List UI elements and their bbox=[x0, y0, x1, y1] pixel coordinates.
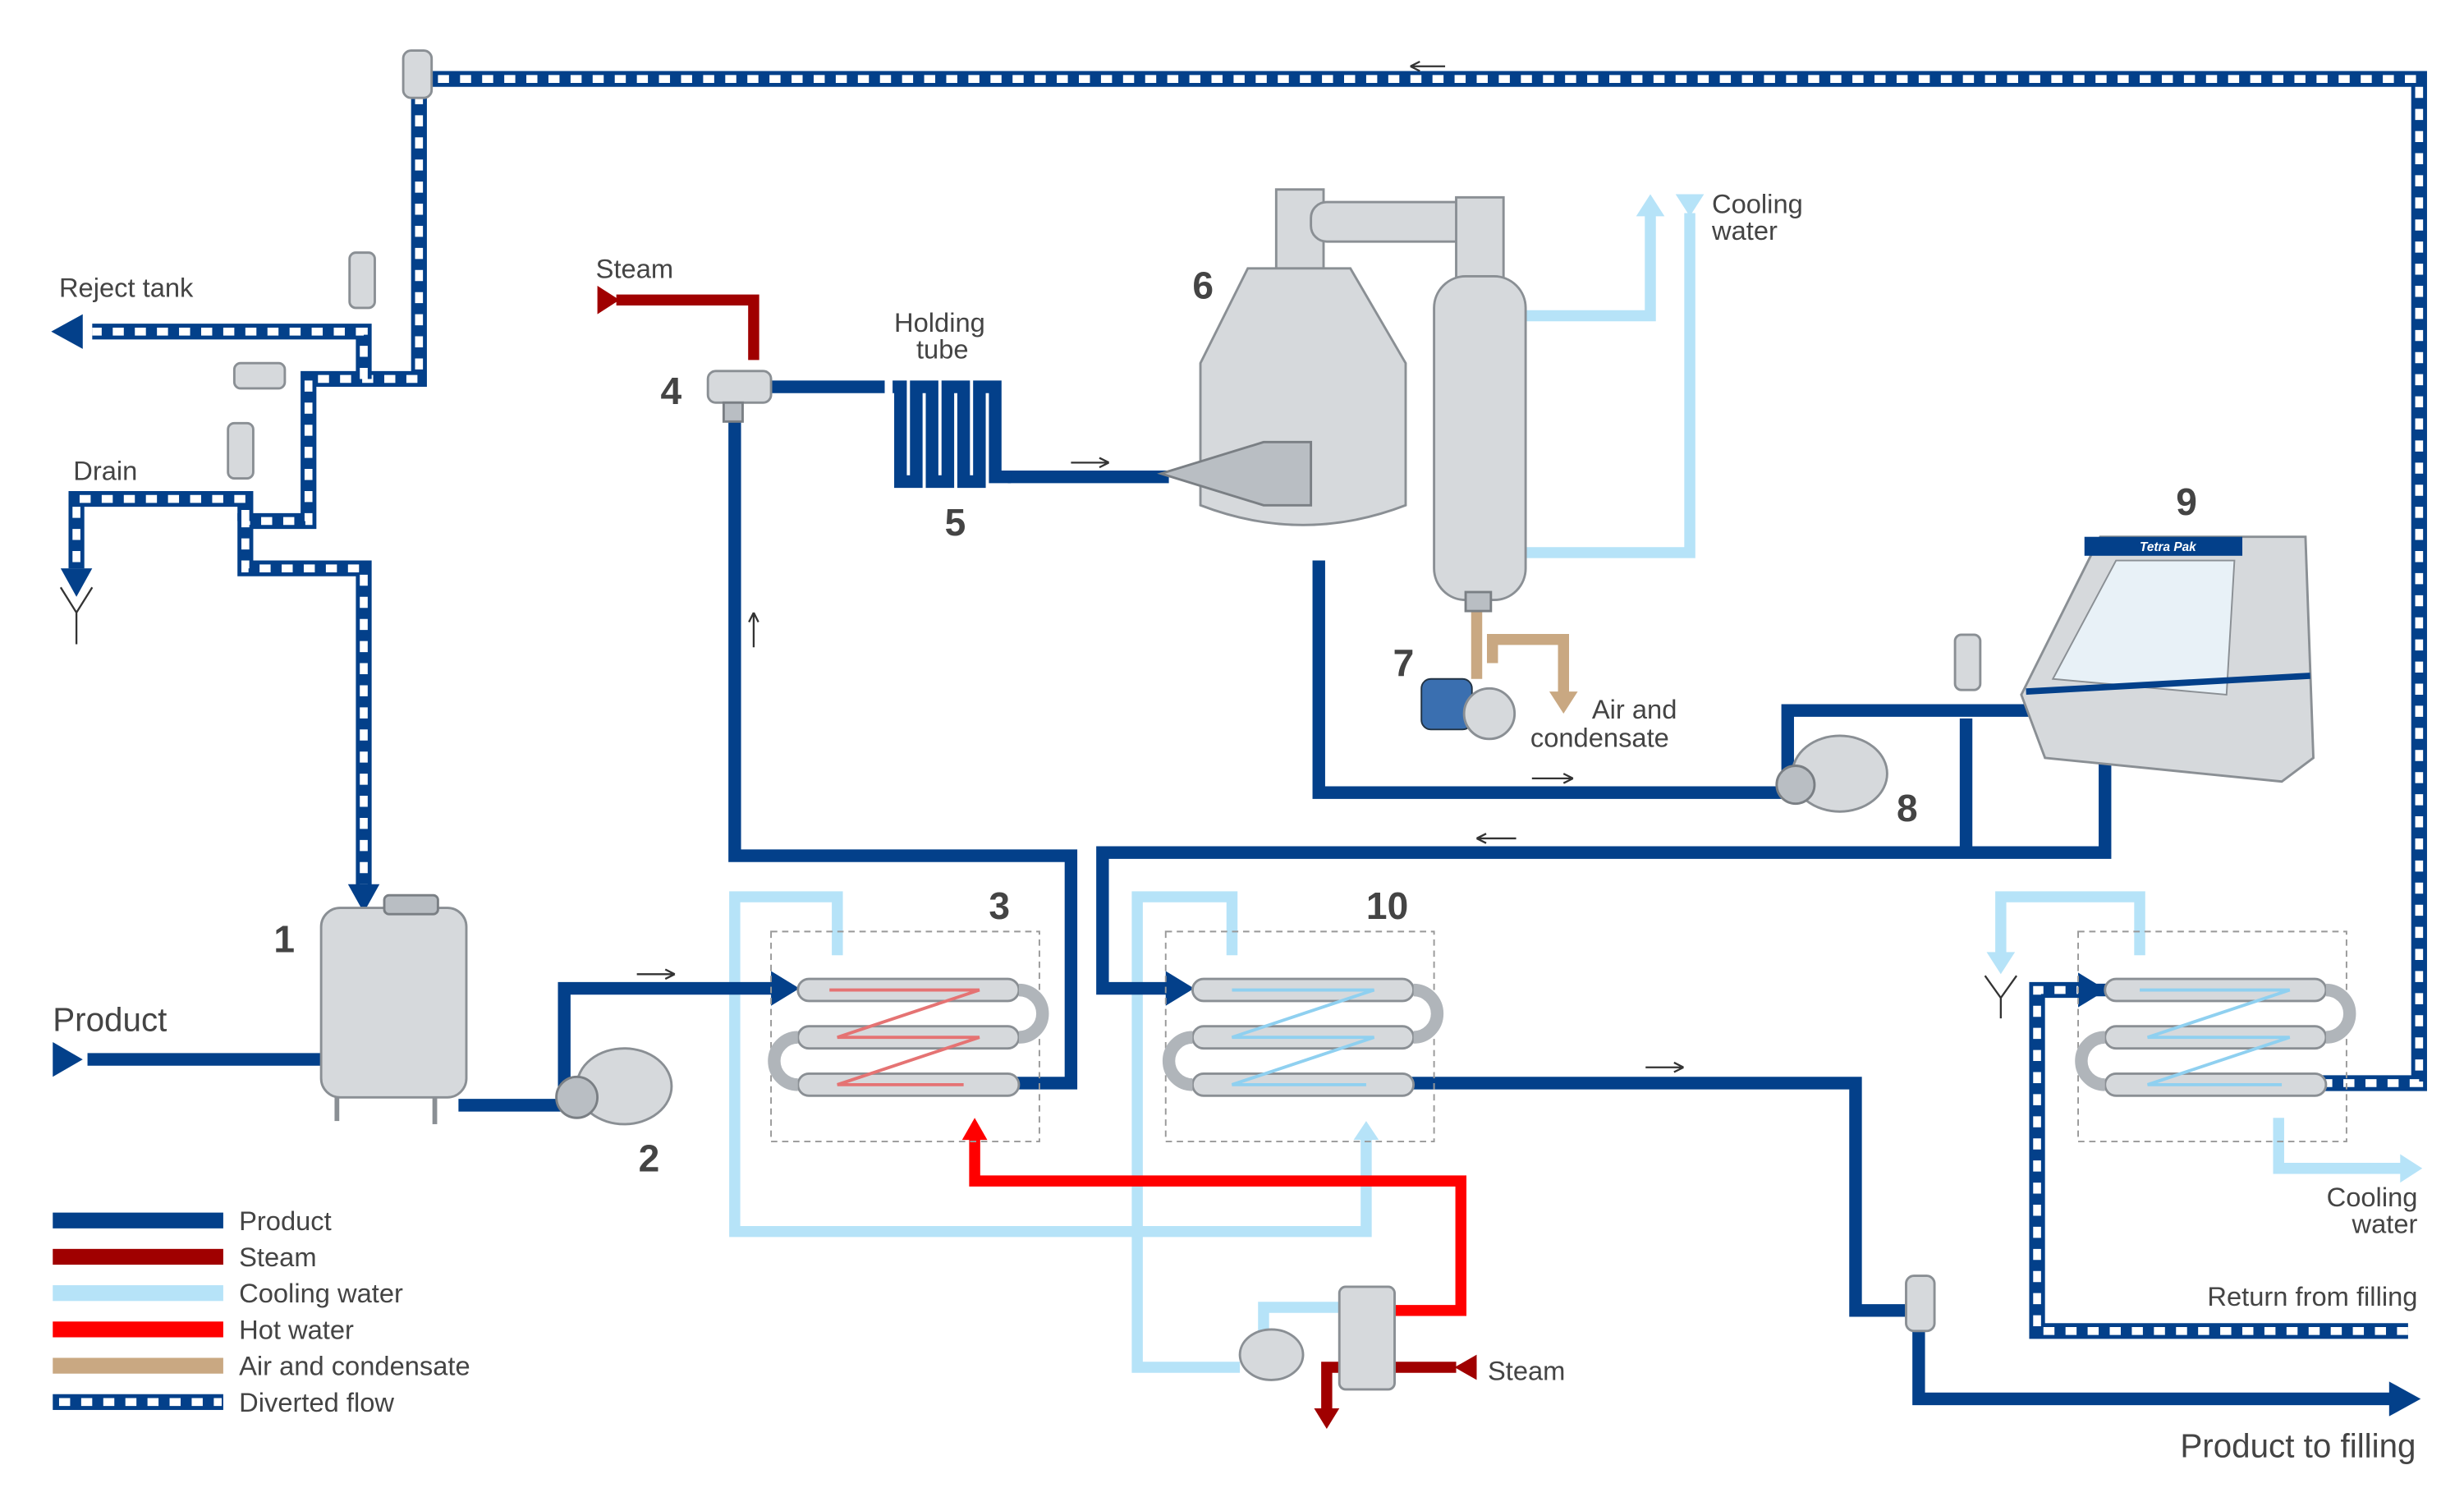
heat-exchanger-cooler bbox=[2075, 930, 2356, 1143]
filler-brand: Tetra Pak bbox=[2140, 540, 2197, 554]
label-steam-bottom: Steam bbox=[1488, 1355, 1565, 1385]
pump-8 bbox=[1775, 734, 1888, 813]
legend-label: Steam bbox=[239, 1242, 316, 1272]
label-cooling-water-top-1: Cooling bbox=[1712, 189, 1803, 219]
tank-1 bbox=[319, 893, 468, 1124]
legend-item-cooling-water: Cooling water bbox=[53, 1278, 403, 1308]
legend: Product Steam Cooling water Hot water Ai… bbox=[53, 1206, 470, 1417]
equipment-number-6: 6 bbox=[1192, 264, 1214, 306]
legend-item-hot-water: Hot water bbox=[53, 1314, 354, 1344]
equipment-number-10: 10 bbox=[1366, 884, 1408, 927]
equipment-number-5: 5 bbox=[945, 501, 966, 544]
heat-exchanger-3 bbox=[768, 930, 1049, 1143]
legend-label: Product bbox=[239, 1206, 332, 1236]
vacuum-vessel-6 bbox=[1157, 188, 1527, 613]
steam-injector-4 bbox=[706, 370, 773, 423]
label-cooling-water-right-1: Cooling bbox=[2327, 1182, 2418, 1212]
equipment-number-4: 4 bbox=[660, 370, 681, 412]
legend-label: Diverted flow bbox=[239, 1387, 394, 1417]
diverted-flow-pipes bbox=[51, 60, 2427, 1339]
label-steam-top: Steam bbox=[596, 253, 673, 283]
label-cooling-water-top-2: water bbox=[1711, 215, 1778, 246]
label-air-condensate-1: Air and bbox=[1592, 694, 1677, 724]
label-drain: Drain bbox=[73, 455, 137, 485]
label-cooling-water-right-2: water bbox=[2352, 1209, 2418, 1239]
holding-tube bbox=[892, 380, 1012, 489]
label-return-from-filling: Return from filling bbox=[2207, 1281, 2417, 1311]
label-reject-tank: Reject tank bbox=[59, 272, 194, 302]
label-holding-tube-2: tube bbox=[916, 333, 969, 364]
equipment-number-2: 2 bbox=[639, 1137, 660, 1180]
legend-label: Cooling water bbox=[239, 1278, 403, 1308]
valves bbox=[227, 49, 1982, 1333]
legend-label: Air and condensate bbox=[239, 1351, 470, 1381]
label-air-condensate-2: condensate bbox=[1530, 722, 1669, 752]
equipment-number-8: 8 bbox=[1897, 787, 1918, 829]
water-heater-pump bbox=[1238, 1285, 1396, 1391]
product-pipes bbox=[53, 380, 2421, 1417]
legend-item-steam: Steam bbox=[53, 1242, 317, 1272]
legend-item-product: Product bbox=[53, 1206, 332, 1236]
vacuum-pump-7 bbox=[1420, 677, 1516, 741]
heat-exchanger-10 bbox=[1162, 930, 1444, 1143]
cooling-water-pipes bbox=[729, 194, 2423, 1373]
air-condensate-pipes bbox=[1471, 608, 1578, 714]
pump-2 bbox=[555, 1047, 673, 1126]
equipment-number-1: 1 bbox=[273, 917, 295, 960]
label-product-to-filling: Product to filling bbox=[2180, 1427, 2416, 1465]
flow-arrows bbox=[636, 457, 1684, 1073]
legend-item-diverted-flow: Diverted flow bbox=[53, 1387, 394, 1417]
filling-machine-9: Tetra Pak bbox=[2020, 535, 2315, 783]
equipment-number-7: 7 bbox=[1393, 641, 1415, 684]
label-product-in: Product bbox=[53, 1001, 167, 1039]
equipment-number-9: 9 bbox=[2176, 480, 2197, 523]
equipment-number-3: 3 bbox=[989, 884, 1010, 927]
label-holding-tube-1: Holding bbox=[894, 307, 985, 338]
legend-label: Hot water bbox=[239, 1314, 354, 1344]
legend-item-air-and-condensate: Air and condensate bbox=[53, 1351, 470, 1381]
hot-water-pipes bbox=[961, 1118, 1467, 1316]
